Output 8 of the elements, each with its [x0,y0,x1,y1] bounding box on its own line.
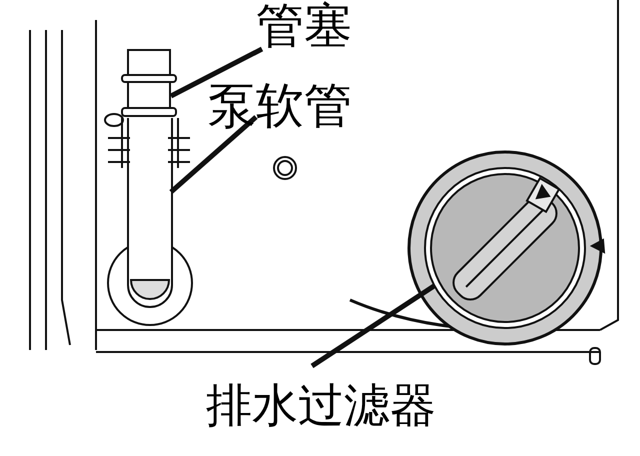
drain-filter-drawing [349,150,606,346]
part-label: 排水过滤器 [206,382,436,428]
leader-line [169,115,258,194]
leader-line [310,284,436,368]
pump-hose-drawing [107,117,193,326]
leader-line [170,46,264,98]
part-label: 泵软管 [208,82,352,130]
part-label: 管塞 [256,2,352,50]
